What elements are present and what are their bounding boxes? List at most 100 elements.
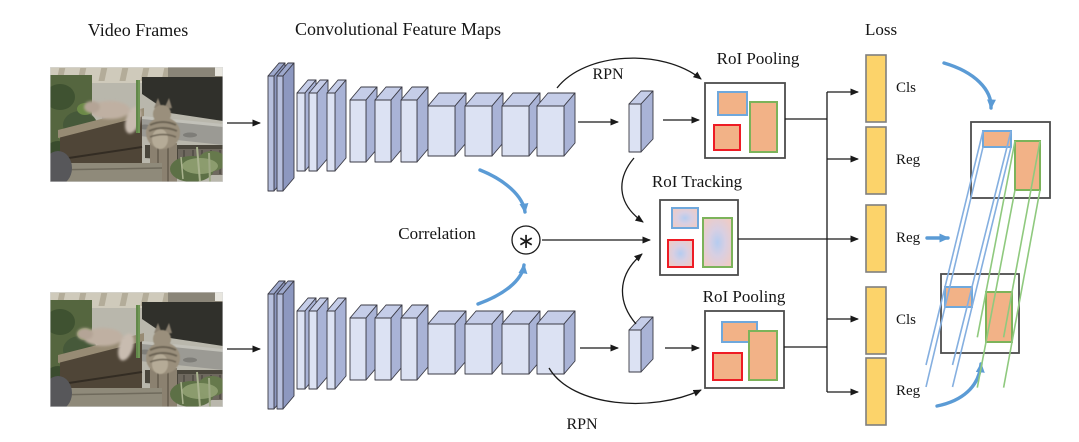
squirrel [84,101,141,134]
cat-chest [152,129,168,149]
loss-bar-0 [865,54,887,123]
cat-stripe [149,121,177,126]
conv-block-bottom-1-side [282,280,295,410]
foliage-blob [50,84,75,110]
cat-head [153,330,171,348]
squirrel-head [84,101,100,113]
arrow-corr-input-top [478,168,529,214]
dark-object [50,151,72,182]
tube-green-edge-0 [976,140,1016,338]
arrow-corr-input-bottom [476,263,528,306]
tube-blue-edge-2 [925,146,984,388]
conv-block-bottom-3-front [308,310,318,390]
conv-block-top-1-side [282,62,295,192]
plant-stem [196,146,201,182]
plant-stem [180,381,184,405]
arrow-rpn-top [556,57,702,89]
conv-block-bottom-6-side [390,304,403,381]
loss-bar-1 [865,126,887,195]
tube-green-edge-2 [976,189,1016,388]
squirrel-body [83,328,123,346]
cat-head [153,105,171,123]
conv-block-top-0-front [267,75,275,192]
squirrel-body [90,101,130,119]
dark-object [50,376,72,407]
conv-block-bottom-3-side [316,297,329,390]
tube-green-edge-3 [1002,189,1041,388]
squirrel [77,328,134,361]
label-roi-pooling-top: RoI Pooling [716,49,800,68]
rpn-plate-top-front [628,103,642,153]
trellis-slat [98,68,108,81]
trellis-slat [119,293,129,306]
conv-block-top-3-front [308,92,318,172]
trellis-slat [119,68,129,81]
sky-sliver [215,67,223,76]
video-frame-top-scene [50,67,223,182]
rpn-feature-bottom [628,316,654,373]
roi-green-bottom [748,330,778,381]
cat-stripe [148,127,178,132]
label-rpn-bottom: RPN [566,416,598,433]
detection-box-bottom [940,273,1020,354]
roi-pooling-box-top [704,82,786,159]
conv-block-top-9-front [464,105,493,157]
track-red [667,239,694,268]
video-frame-bottom [50,292,223,407]
conv-block-top-6-side [390,86,403,163]
label-rpn-top: RPN [592,66,624,83]
roi-pooling-box-bottom [704,310,785,389]
garden-cane [136,305,140,358]
squirrel-head [77,328,93,340]
conv-block-top-10-front [501,105,530,157]
det-blue-bottom [944,286,973,308]
label-roi-tracking: RoI Tracking [651,172,743,191]
conv-block-bottom-10-front [501,323,530,375]
roi-green-top [749,101,778,153]
correlation-operator: ∗ [511,225,541,255]
dark-background [142,302,223,346]
conv-block-top-7-side [416,86,429,163]
foliage-blob [50,309,75,335]
loss-bar-2 [865,204,887,273]
tube-blue [925,130,1012,388]
roi-red-top [713,124,741,151]
label-loss-bar-2: Reg [896,229,921,246]
conv-block-bottom-4-front [326,310,336,390]
conv-block-bottom-9-front [464,323,493,375]
conv-block-top-7-front [400,99,418,163]
label-roi-pooling-bottom: RoI Pooling [702,287,786,306]
roi-tracking-box [659,199,739,276]
cat [146,98,180,149]
video-frame-top [50,67,223,182]
label-conv-feature-maps: Convolutional Feature Maps [295,19,501,39]
tube-green-edge-1 [1002,140,1041,338]
tube-blue-edge-1 [951,130,1012,366]
cat [146,323,180,374]
plant-stem [208,152,211,182]
arrow-cls-to-detection-top [942,61,996,110]
squirrel-tail [118,333,134,361]
tube-green [976,140,1041,388]
label-loss-bar-4: Reg [896,382,921,399]
label-video-frames: Video Frames [87,20,189,40]
label-correlation: Correlation [398,224,476,243]
roi-blue-top [717,91,748,116]
conv-block-top-6-front [374,99,392,163]
conv-block-top-5-front [349,99,367,163]
ledge-spot [183,132,197,138]
conv-block-bottom-11-front [536,323,565,375]
conv-block-bottom-4-side [334,297,347,390]
loss-bars [865,54,887,426]
cat-stripe [148,352,178,357]
loss-bar-3 [865,286,887,355]
conv-block-bottom-7-front [400,317,418,381]
correlation-circle [511,225,541,255]
track-blue [671,207,699,229]
conv-block-top-2-front [296,92,306,172]
fence-mid-rail [61,371,143,385]
plant-stem [180,156,184,180]
det-blue-top [982,130,1012,148]
